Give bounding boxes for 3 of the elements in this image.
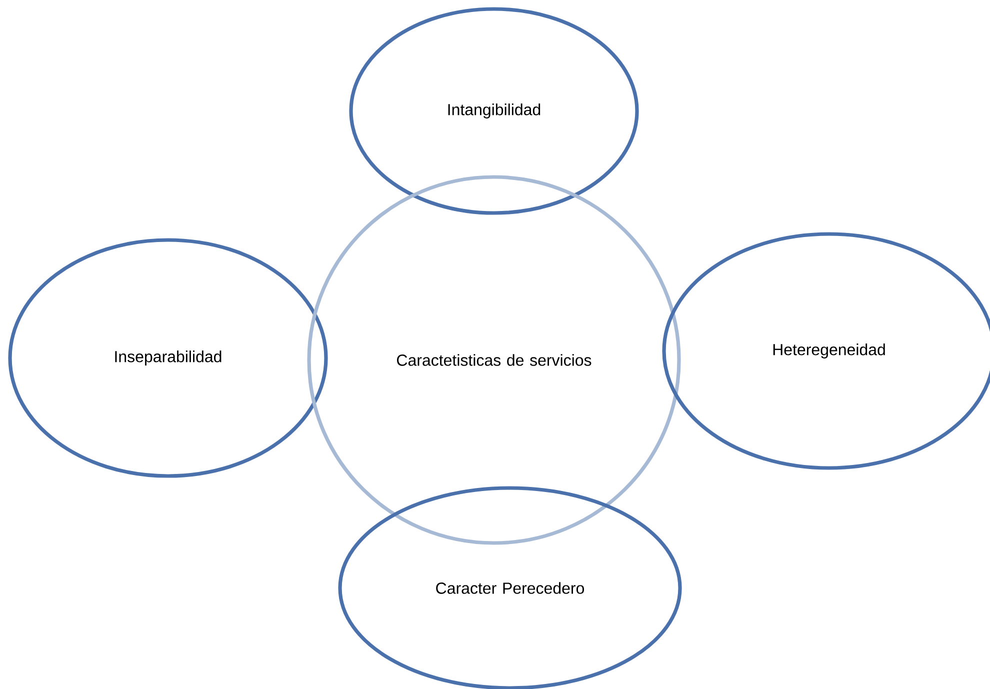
ellipse-node: Inseparabilidad: [8, 238, 328, 478]
ellipse-node: Intangibilidad: [349, 7, 639, 215]
ellipse-node: Caractetisticas de servicios: [307, 175, 681, 545]
